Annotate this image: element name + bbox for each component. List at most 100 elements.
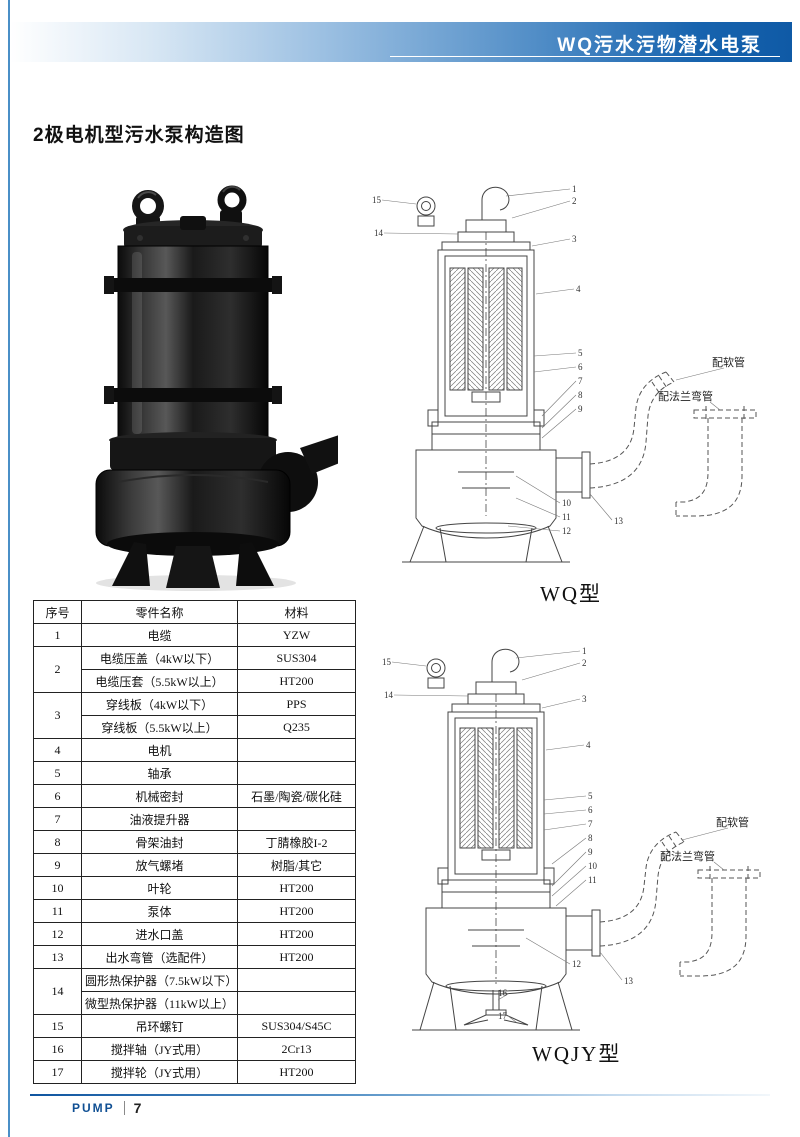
cell-material: Q235 xyxy=(237,715,356,739)
cell-material: 丁腈橡胶I-2 xyxy=(237,830,356,854)
table-row: 电缆压套（5.5kW以上） HT200 xyxy=(34,669,356,693)
callout-number: 11 xyxy=(588,875,597,885)
volute-casing xyxy=(95,469,291,556)
cell-part: 电缆压盖（4kW以下） xyxy=(81,646,238,670)
cell-part: 出水弯管（选配件） xyxy=(81,945,238,969)
cell-no: 4 xyxy=(33,738,82,762)
motor-housing xyxy=(104,245,282,439)
wq-hose-elbow xyxy=(589,371,675,489)
table-row: 13 出水弯管（选配件） HT200 xyxy=(33,945,356,969)
callout-number: 4 xyxy=(586,740,591,750)
cell-material: PPS xyxy=(237,692,356,716)
cell-no: 12 xyxy=(33,922,82,946)
footer-page-number: 7 xyxy=(133,1100,142,1116)
table-header-row: 序号 零件名称 材料 xyxy=(33,600,356,624)
cell-no: 7 xyxy=(33,807,82,831)
wqjy-callout-leaders xyxy=(391,650,729,1023)
cell-no: 2 xyxy=(33,646,82,693)
callout-number: 14 xyxy=(374,228,384,238)
callout-number: 14 xyxy=(384,690,394,700)
table-row: 3 穿线板（4kW以下） PPS xyxy=(33,692,356,739)
table-row: 12 进水口盖 HT200 xyxy=(33,922,356,946)
wqjy-callouts: 15 14 1 2 3 4 5 6 7 8 9 10 11 12 13 16 1… xyxy=(382,646,749,1021)
wqjy-hose-elbow xyxy=(599,831,685,947)
callout-number: 10 xyxy=(562,498,572,508)
cell-part: 放气螺堵 xyxy=(81,853,238,877)
cell-part: 搅拌轴（JY式用） xyxy=(81,1037,238,1061)
table-row: 4 电机 xyxy=(33,738,356,762)
cell-no: 9 xyxy=(33,853,82,877)
cell-material xyxy=(237,738,356,762)
cell-material xyxy=(237,968,356,992)
callout-number: 8 xyxy=(588,833,593,843)
wq-flange-elbow xyxy=(675,406,757,517)
col-header-part: 零件名称 xyxy=(81,600,238,624)
cell-part: 叶轮 xyxy=(81,876,238,900)
callout-number: 15 xyxy=(372,195,382,205)
cell-part: 圆形热保护器（7.5kW以下） xyxy=(81,968,238,992)
section-title: 2极电机型污水泵构造图 xyxy=(33,125,245,146)
table-row: 2 电缆压盖（4kW以下） SUS304 xyxy=(33,646,356,693)
cell-part: 进水口盖 xyxy=(81,922,238,946)
callout-number: 12 xyxy=(562,526,571,536)
callout-number: 16 xyxy=(498,988,508,998)
wqjy-section-diagram: 15 14 1 2 3 4 5 6 7 8 9 10 11 12 13 16 1… xyxy=(382,646,761,1031)
cell-no: 11 xyxy=(33,899,82,923)
cell-material: 2Cr13 xyxy=(237,1037,356,1061)
cell-no: 3 xyxy=(33,692,82,739)
cell-part: 机械密封 xyxy=(81,784,238,808)
header-underline xyxy=(390,56,780,57)
wqjy-flange-elbow xyxy=(679,866,761,977)
table-row: 14 圆形热保护器（7.5kW以下） xyxy=(33,968,356,1015)
callout-number: 6 xyxy=(578,362,583,372)
callout-number: 15 xyxy=(382,657,392,667)
cell-material xyxy=(237,807,356,831)
callout-number: 10 xyxy=(588,861,598,871)
cell-material: HT200 xyxy=(237,1060,356,1084)
callout-number: 7 xyxy=(588,819,593,829)
cell-material: YZW xyxy=(237,623,356,647)
cell-no: 1 xyxy=(33,623,82,647)
cell-material xyxy=(237,761,356,785)
wq-callouts: 15 14 1 2 3 4 5 6 7 8 9 10 11 12 13 配软管 … xyxy=(372,184,745,536)
cell-material: 石墨/陶瓷/碳化硅 xyxy=(237,784,356,808)
table-row: 微型热保护器（11kW以上） xyxy=(34,991,356,1015)
support-legs xyxy=(112,542,274,588)
header-band: WQ污水污物潜水电泵 xyxy=(10,22,792,62)
cell-no: 10 xyxy=(33,876,82,900)
flange-elbow-label: 配法兰弯管 xyxy=(660,849,715,863)
wq-callout-leaders xyxy=(381,188,725,532)
cell-part: 穿线板（5.5kW以上） xyxy=(81,715,238,739)
cell-material: SUS304 xyxy=(237,646,356,670)
cell-part: 泵体 xyxy=(81,899,238,923)
cell-no: 13 xyxy=(33,945,82,969)
cell-part: 电机 xyxy=(81,738,238,762)
cell-part: 油液提升器 xyxy=(81,807,238,831)
callout-number: 3 xyxy=(572,234,577,244)
cell-no: 17 xyxy=(33,1060,82,1084)
hose-label: 配软管 xyxy=(712,355,745,369)
callout-number: 2 xyxy=(572,196,577,206)
callout-number: 13 xyxy=(614,516,624,526)
footer-brand: PUMP xyxy=(72,1101,115,1115)
wq-section-diagram: 15 14 1 2 3 4 5 6 7 8 9 10 11 12 13 配软管 … xyxy=(372,184,757,563)
callout-number: 7 xyxy=(578,376,583,386)
callout-number: 9 xyxy=(588,847,593,857)
cell-material: HT200 xyxy=(237,876,356,900)
cell-material: SUS304/S45C xyxy=(237,1014,356,1038)
wqjy-caption: WQJY型 xyxy=(532,1042,622,1066)
table-row: 5 轴承 xyxy=(33,761,356,785)
cell-part: 吊环螺钉 xyxy=(81,1014,238,1038)
cell-material xyxy=(237,991,356,1015)
callout-number: 1 xyxy=(582,646,587,656)
cell-part: 电缆压套（5.5kW以上） xyxy=(81,669,238,693)
cell-no: 8 xyxy=(33,830,82,854)
cell-material: 树脂/其它 xyxy=(237,853,356,877)
header-title: WQ污水污物潜水电泵 xyxy=(557,35,762,56)
cell-part: 轴承 xyxy=(81,761,238,785)
callout-number: 13 xyxy=(624,976,634,986)
cell-part: 微型热保护器（11kW以上） xyxy=(81,991,238,1015)
table-row: 17 搅拌轮（JY式用） HT200 xyxy=(33,1060,356,1084)
cell-no: 16 xyxy=(33,1037,82,1061)
